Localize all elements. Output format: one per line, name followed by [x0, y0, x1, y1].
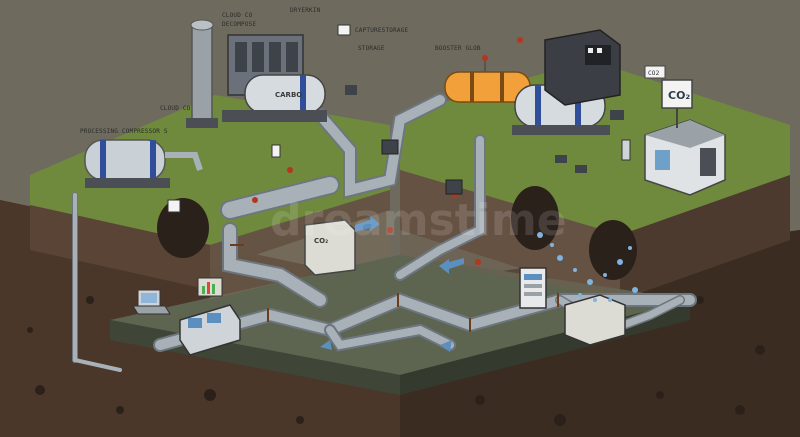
processing-unit: [222, 34, 327, 122]
compressor-left: [84, 139, 203, 188]
monitoring-building: [644, 79, 726, 196]
filtration-unit: [564, 294, 626, 346]
watermark: dreamstime: [270, 195, 567, 246]
sign-tag: [644, 65, 666, 79]
server-rack: [519, 267, 547, 309]
grass-left: [30, 95, 390, 245]
label-tower-1: CLOUD CO: [222, 12, 253, 19]
sign-tag-text: CO2: [648, 70, 660, 77]
co2-cabinet: [304, 219, 356, 276]
label-storage: STORAGE: [358, 45, 385, 52]
soil-rocks: [27, 296, 765, 426]
control-console: [179, 304, 241, 356]
label-compressor-sub: CLOUD CO: [160, 105, 191, 112]
building-co2-sign: CO₂: [668, 89, 690, 102]
valve-handles: [252, 37, 523, 265]
surface-pipe-loop: [220, 93, 447, 220]
cabinet-co2-label: CO₂: [314, 237, 328, 245]
checkbox-icon: [337, 24, 351, 36]
tall-tower: [186, 19, 218, 128]
tunnel-opening-mid: [511, 186, 559, 250]
label-dryer: DRYERKIN: [290, 7, 321, 14]
label-capture-storage: CAPTURESTORAGE: [355, 27, 409, 34]
generator-box: [544, 29, 621, 106]
soil-right-front: [620, 175, 790, 300]
bar-display: [197, 277, 223, 297]
laptop: [132, 289, 171, 315]
co2-bubbles: [537, 232, 638, 302]
tunnel-opening-right: [589, 220, 637, 280]
pipe-band-markers: [230, 244, 559, 332]
flow-arrows: [320, 216, 464, 352]
chamber-back-wall-right: [400, 170, 620, 300]
label-compressor: PROCESSING COMPRESSOR S: [80, 128, 168, 135]
label-tank: CARBO: [275, 91, 302, 99]
label-booster: BOOSTER GLOB: [435, 45, 481, 52]
surface-details: [167, 85, 631, 213]
label-tower-2: DECOMPOSE: [222, 21, 256, 28]
tunnel-opening-left: [157, 198, 209, 258]
